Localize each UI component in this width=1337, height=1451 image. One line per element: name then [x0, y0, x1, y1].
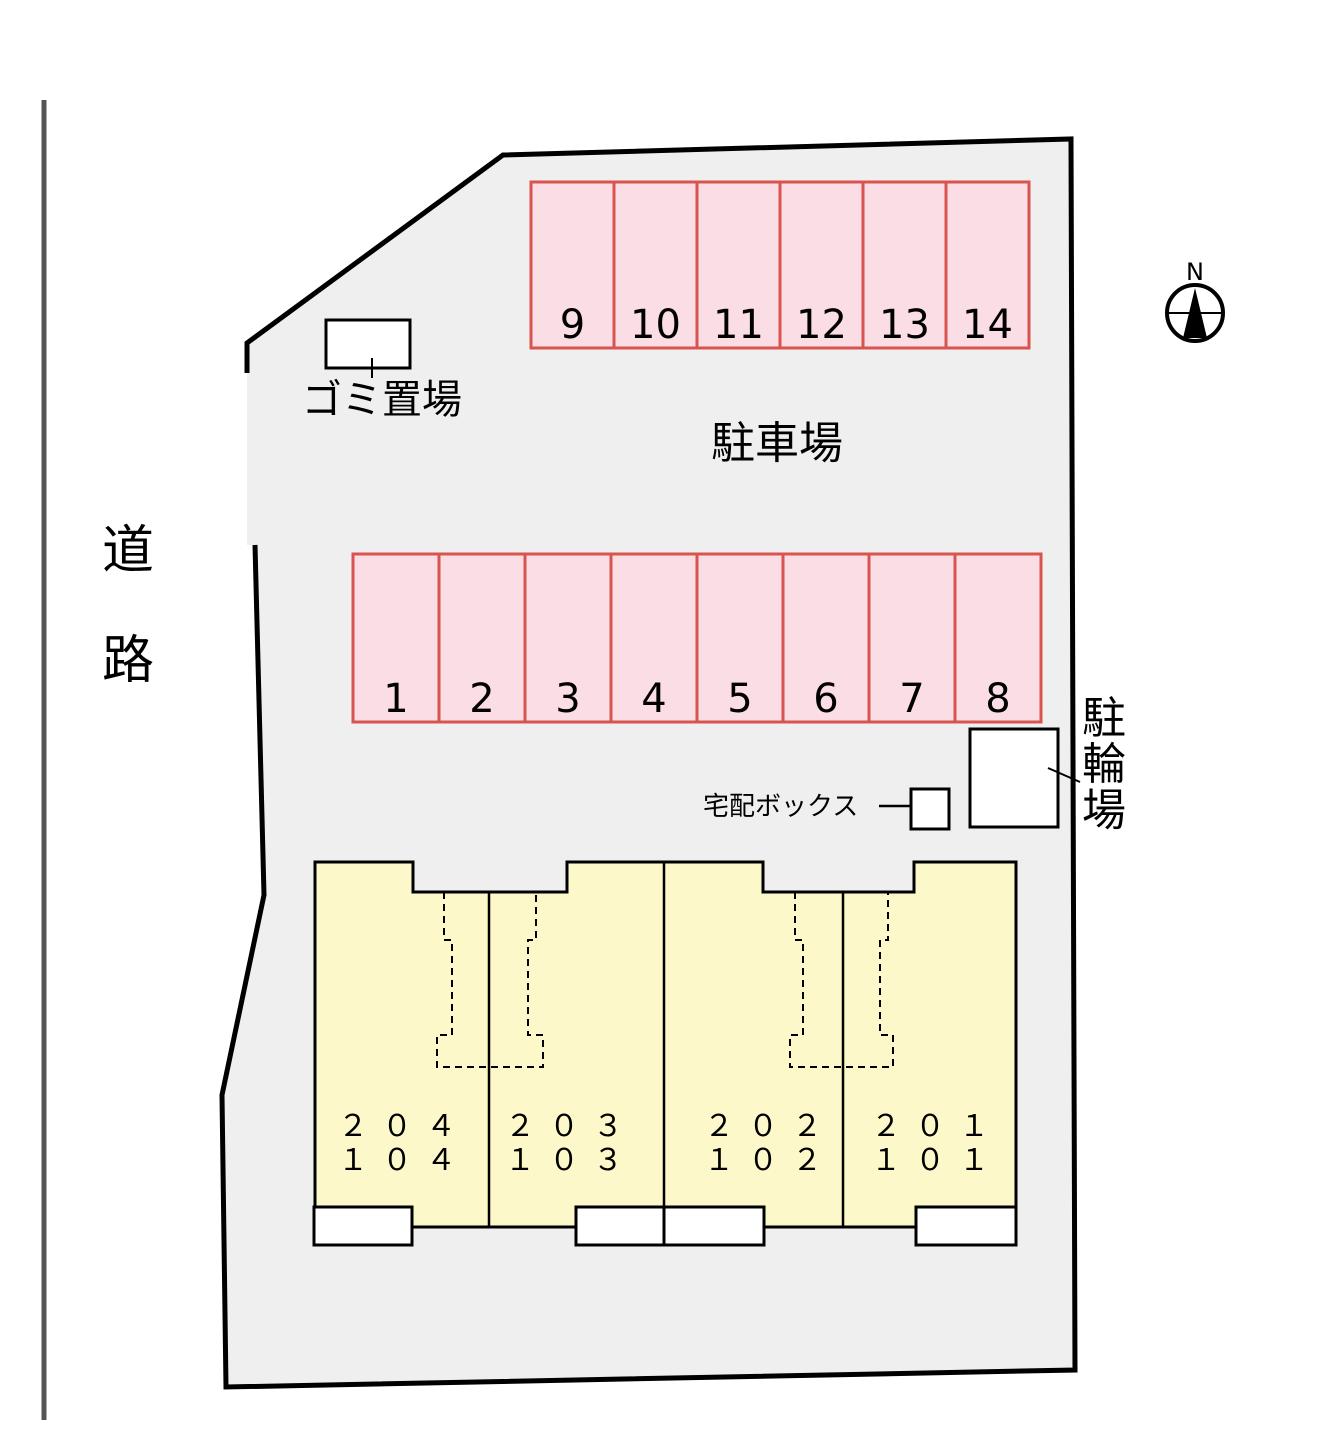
- garbage-area-box: [324, 318, 412, 370]
- parking-space: [781, 552, 871, 724]
- unit-number-upper: ２０１: [871, 1109, 1003, 1144]
- bicycle-leader-line: [1047, 767, 1081, 783]
- north-arrow-icon: [1165, 283, 1225, 343]
- parking-space-number: 7: [899, 676, 924, 722]
- parking-row-top: 9 10 11 12 13 14: [529, 180, 1031, 350]
- parking-space-number: 10: [630, 302, 681, 348]
- unit-number-upper: ２０３: [505, 1109, 637, 1144]
- parking-space-number: 8: [985, 676, 1010, 722]
- parking-space: [437, 552, 527, 724]
- parking-row-bottom: 1 2 3 4 5 6 7 8: [351, 552, 1043, 724]
- balcony: [312, 1205, 414, 1247]
- parking-space-number: 11: [713, 302, 764, 348]
- road-label-1: 道: [102, 521, 154, 581]
- bicycle-parking-label-1: 駐: [1082, 693, 1126, 744]
- road-label-2: 路: [102, 631, 154, 691]
- parking-space: [953, 552, 1043, 724]
- parking-space-number: 3: [555, 676, 580, 722]
- parking-space-number: 1: [383, 676, 408, 722]
- parking-space: [867, 552, 957, 724]
- bicycle-parking-box: [968, 727, 1060, 829]
- parking-space-number: 4: [641, 676, 666, 722]
- parking-space: [523, 552, 613, 724]
- delivery-box: [909, 787, 951, 831]
- apartment-building: ２０４ １０４ ２０３ １０３ ２０２ １０２ ２０１ １０１: [312, 860, 1018, 1247]
- staircase-outline: [789, 892, 894, 1068]
- staircase-outline: [436, 892, 544, 1068]
- delivery-box-label: 宅配ボックス: [703, 792, 858, 822]
- unit-number-upper: ２０４: [338, 1109, 470, 1144]
- bicycle-parking-label-3: 場: [1082, 785, 1126, 836]
- parking-space-number: 14: [962, 302, 1013, 348]
- garbage-area-label: ゴミ置場: [302, 377, 462, 423]
- unit-number-upper: ２０２: [704, 1109, 836, 1144]
- balcony: [574, 1205, 666, 1247]
- parking-space-number: 5: [727, 676, 752, 722]
- parking-space: [695, 552, 785, 724]
- parking-label: 駐車場: [711, 418, 843, 469]
- parking-space-number: 13: [879, 302, 930, 348]
- parking-space-number: 9: [560, 302, 585, 348]
- lot-boundary-line: [219, 136, 1078, 1390]
- parking-space: [529, 180, 616, 350]
- parking-space-number: 2: [469, 676, 494, 722]
- balcony: [662, 1205, 766, 1247]
- parking-space: [944, 180, 1031, 350]
- north-label: N: [1186, 258, 1204, 286]
- balcony: [914, 1205, 1018, 1247]
- bicycle-parking-label-2: 輪: [1082, 739, 1126, 790]
- unit-number-lower: １０３: [505, 1143, 637, 1178]
- unit-number-lower: １０２: [704, 1143, 836, 1178]
- parking-space: [351, 552, 441, 724]
- unit-number-lower: １０１: [871, 1143, 1003, 1178]
- parking-space-number: 12: [796, 302, 847, 348]
- parking-space-number: 6: [813, 676, 838, 722]
- unit-number-lower: １０４: [338, 1143, 470, 1178]
